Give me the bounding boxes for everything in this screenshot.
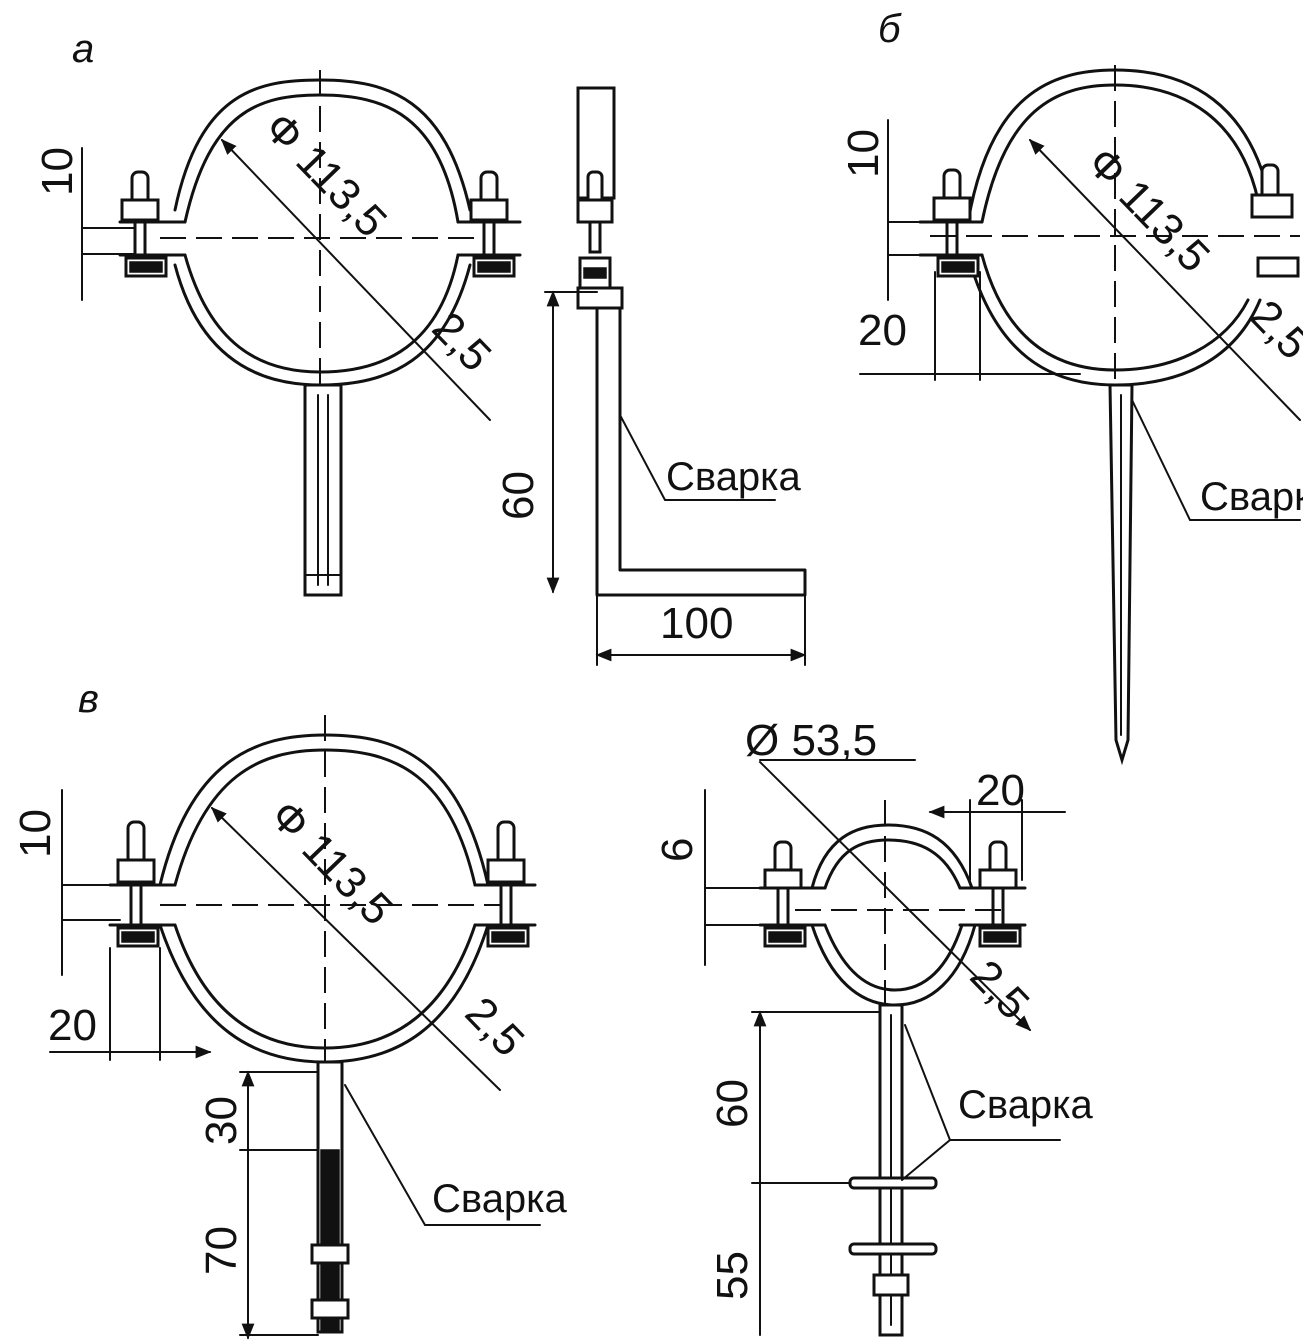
figure-b-wall-label: 2,5 xyxy=(1241,291,1303,369)
figure-g-wall-label: 2,5 xyxy=(961,951,1039,1029)
figure-v-top-label: 30 xyxy=(197,1096,246,1145)
figure-v-rod xyxy=(310,1060,350,1334)
figure-v-wall-label: 2,5 xyxy=(456,988,534,1066)
figure-g-diameter-label: Ø 53,5 xyxy=(745,716,877,765)
figure-g-upper-label: 60 xyxy=(708,1079,757,1128)
figure-v-right-bolt xyxy=(486,820,530,948)
figure-b-right-bolt xyxy=(1250,163,1300,278)
figure-a-weld-label: Сварка xyxy=(666,455,802,499)
figure-v-thread-label: 70 xyxy=(197,1226,246,1275)
figure-v-weld-label: Сварка xyxy=(432,1177,568,1221)
figure-b-offset-label: 20 xyxy=(858,306,907,355)
figure-b-letter: б xyxy=(878,7,902,51)
figure-a-side-view xyxy=(576,86,807,597)
figure-b-weld-label: Сварка xyxy=(1200,475,1303,519)
figure-b-clamp xyxy=(918,68,1272,387)
figure-a-rod xyxy=(303,383,343,597)
figure-b-diameter-label: Ф 113,5 xyxy=(1078,138,1219,282)
figure-a-height-label: 60 xyxy=(494,471,543,520)
figure-a-diameter-label: Ф 113,5 xyxy=(255,103,396,247)
figure-v-letter: в xyxy=(78,677,99,721)
figure-a-letter: а xyxy=(72,27,94,71)
figure-a: а xyxy=(33,27,807,666)
figure-v-offset-label: 20 xyxy=(48,1001,97,1050)
figure-g-left-bolt xyxy=(763,840,807,948)
figure-g-right-bolt xyxy=(978,840,1022,948)
figure-a-gap-label: 10 xyxy=(33,147,82,196)
figure-g-offset-label: 20 xyxy=(976,766,1025,815)
figure-v-gap-label: 10 xyxy=(11,809,60,858)
figure-v-left-bolt xyxy=(116,820,160,948)
figure-b-gap-label: 10 xyxy=(839,129,888,178)
figure-v-diameter-label: Ф 113,5 xyxy=(261,791,402,935)
figure-g-rod xyxy=(848,1003,938,1337)
figure-b-left-bolt xyxy=(932,168,980,278)
figure-a-left-bolt xyxy=(120,170,168,278)
figure-g-weld-label: Сварка xyxy=(958,1083,1094,1127)
figure-v: в xyxy=(11,677,568,1340)
figure-g: Ø 53,5 2,5 20 6 60 55 Сварка xyxy=(653,716,1094,1337)
figure-a-length-label: 100 xyxy=(660,599,733,648)
figure-g-gap-label: 6 xyxy=(653,838,702,862)
figure-g-lower-label: 55 xyxy=(708,1251,757,1300)
figure-b-rod xyxy=(1108,383,1134,766)
figure-b: б Ф 113,5 2,5 xyxy=(839,7,1303,766)
figure-a-right-bolt xyxy=(469,170,516,278)
